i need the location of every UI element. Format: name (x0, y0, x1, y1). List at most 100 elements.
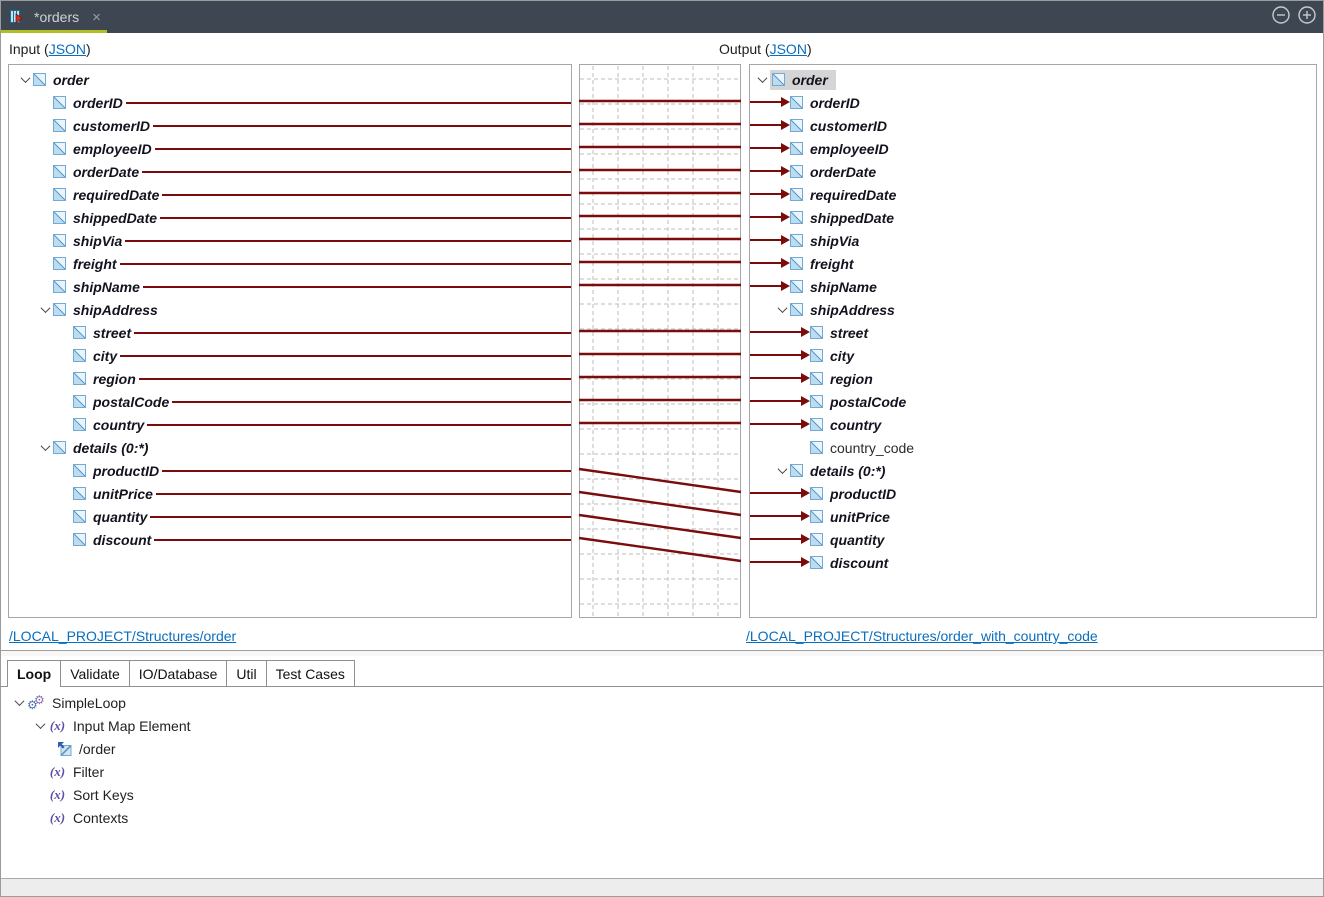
loop-node-contexts[interactable]: (x) Contexts (49, 809, 129, 826)
chevron-down-icon[interactable] (11, 695, 27, 711)
output-tree: order orderID customerID employeeID orde… (750, 65, 1316, 574)
input-node-country[interactable]: country (9, 413, 571, 436)
input-node-street[interactable]: street (9, 321, 571, 344)
input-node-city[interactable]: city (9, 344, 571, 367)
node-icon (810, 372, 823, 385)
zoom-in-button[interactable] (1297, 5, 1317, 25)
input-node-quantity[interactable]: quantity (9, 505, 571, 528)
input-structure-path-link[interactable]: /LOCAL_PROJECT/Structures/order (9, 628, 237, 644)
output-structure-path-link[interactable]: /LOCAL_PROJECT/Structures/order_with_cou… (746, 628, 1098, 644)
output-format-link[interactable]: JSON (769, 41, 807, 57)
mapping-line (162, 469, 571, 472)
mapping-arrow (750, 189, 790, 199)
output-node-orderdate[interactable]: orderDate (750, 160, 1316, 183)
node-icon (73, 464, 86, 477)
input-tree: order orderID customerID employeeID orde… (9, 65, 571, 551)
loop-node-order-path[interactable]: /order (1, 737, 1323, 760)
output-node-country[interactable]: country (750, 413, 1316, 436)
zoom-out-button[interactable] (1271, 5, 1291, 25)
document-tab-title: *orders (34, 9, 80, 25)
tab-test-cases[interactable]: Test Cases (265, 660, 355, 686)
tab-io-database[interactable]: IO/Database (128, 660, 228, 686)
output-node-street[interactable]: street (750, 321, 1316, 344)
node-icon (790, 257, 803, 270)
input-node-employeeid[interactable]: employeeID (9, 137, 571, 160)
output-node-city[interactable]: city (750, 344, 1316, 367)
node-icon (53, 441, 66, 454)
chevron-down-icon[interactable] (37, 440, 53, 456)
node-icon (53, 165, 66, 178)
node-icon (53, 142, 66, 155)
document-tab-orders[interactable]: *orders × (1, 1, 111, 33)
output-node-quantity[interactable]: quantity (750, 528, 1316, 551)
mapping-arrow (750, 166, 790, 176)
input-node-region[interactable]: region (9, 367, 571, 390)
output-node-discount[interactable]: discount (750, 551, 1316, 574)
input-format-link[interactable]: JSON (48, 41, 87, 57)
tab-loop[interactable]: Loop (7, 660, 62, 687)
mapping-line (154, 538, 571, 541)
chevron-down-icon[interactable] (754, 72, 770, 88)
input-node-orderdate[interactable]: orderDate (9, 160, 571, 183)
output-node-freight[interactable]: freight (750, 252, 1316, 275)
output-node-region[interactable]: region (750, 367, 1316, 390)
mapping-line (142, 285, 571, 288)
mapping-line (134, 331, 571, 334)
mapping-arrow (750, 396, 810, 406)
input-node-discount[interactable]: discount (9, 528, 571, 551)
output-node-productid[interactable]: productID (750, 482, 1316, 505)
chevron-down-icon[interactable] (17, 72, 33, 88)
node-icon (53, 234, 66, 247)
output-node-requireddate[interactable]: requiredDate (750, 183, 1316, 206)
function-icon: (x) (49, 717, 66, 733)
output-node-country-code[interactable]: country_code (750, 436, 1316, 459)
output-node-shipvia[interactable]: shipVia (750, 229, 1316, 252)
output-node-orderid[interactable]: orderID (750, 91, 1316, 114)
mapping-canvas-panel[interactable] (579, 64, 741, 618)
horizontal-splitter[interactable] (1, 650, 1323, 656)
chevron-down-icon[interactable] (37, 302, 53, 318)
chevron-down-icon[interactable] (32, 718, 48, 734)
output-node-shipname[interactable]: shipName (750, 275, 1316, 298)
mapping-line (142, 170, 571, 173)
input-node-freight[interactable]: freight (9, 252, 571, 275)
output-node-postalcode[interactable]: postalCode (750, 390, 1316, 413)
tab-validate[interactable]: Validate (60, 660, 130, 686)
loop-node-filter[interactable]: (x) Filter (49, 763, 105, 780)
input-node-unitprice[interactable]: unitPrice (9, 482, 571, 505)
mapping-line (119, 262, 571, 265)
output-node-order[interactable]: order (750, 68, 1316, 91)
mapping-document-icon (10, 10, 23, 24)
output-node-employeeid[interactable]: employeeID (750, 137, 1316, 160)
input-node-orderid[interactable]: orderID (9, 91, 571, 114)
loop-node-sort-keys[interactable]: (x) Sort Keys (49, 786, 134, 803)
input-node-order[interactable]: order (9, 68, 571, 91)
chevron-down-icon[interactable] (774, 463, 790, 479)
input-node-shippeddate[interactable]: shippedDate (9, 206, 571, 229)
input-node-requireddate[interactable]: requiredDate (9, 183, 571, 206)
input-node-shipaddress[interactable]: shipAddress (9, 298, 571, 321)
output-node-customerid[interactable]: customerID (750, 114, 1316, 137)
input-node-productid[interactable]: productID (9, 459, 571, 482)
input-node-postalcode[interactable]: postalCode (9, 390, 571, 413)
mapping-line (125, 239, 571, 242)
mapping-line (147, 423, 571, 426)
chevron-down-icon[interactable] (774, 302, 790, 318)
loop-node-input-map-element[interactable]: (x) Input Map Element (1, 714, 1323, 737)
input-node-shipname[interactable]: shipName (9, 275, 571, 298)
output-node-shipaddress[interactable]: shipAddress (750, 298, 1316, 321)
loop-node-simpleloop[interactable]: ⚙⚙ SimpleLoop (1, 691, 1323, 714)
active-tab-underline (1, 30, 107, 33)
mapping-line (120, 354, 571, 357)
mapping-arrow (750, 258, 790, 268)
output-node-details[interactable]: details (0:*) (750, 459, 1316, 482)
output-node-shippeddate[interactable]: shippedDate (750, 206, 1316, 229)
tab-util[interactable]: Util (226, 660, 267, 686)
mapping-arrow (750, 511, 810, 521)
close-tab-icon[interactable]: × (92, 8, 101, 26)
mapping-line (125, 101, 571, 104)
input-node-customerid[interactable]: customerID (9, 114, 571, 137)
input-node-details[interactable]: details (0:*) (9, 436, 571, 459)
input-node-shipvia[interactable]: shipVia (9, 229, 571, 252)
output-node-unitprice[interactable]: unitPrice (750, 505, 1316, 528)
